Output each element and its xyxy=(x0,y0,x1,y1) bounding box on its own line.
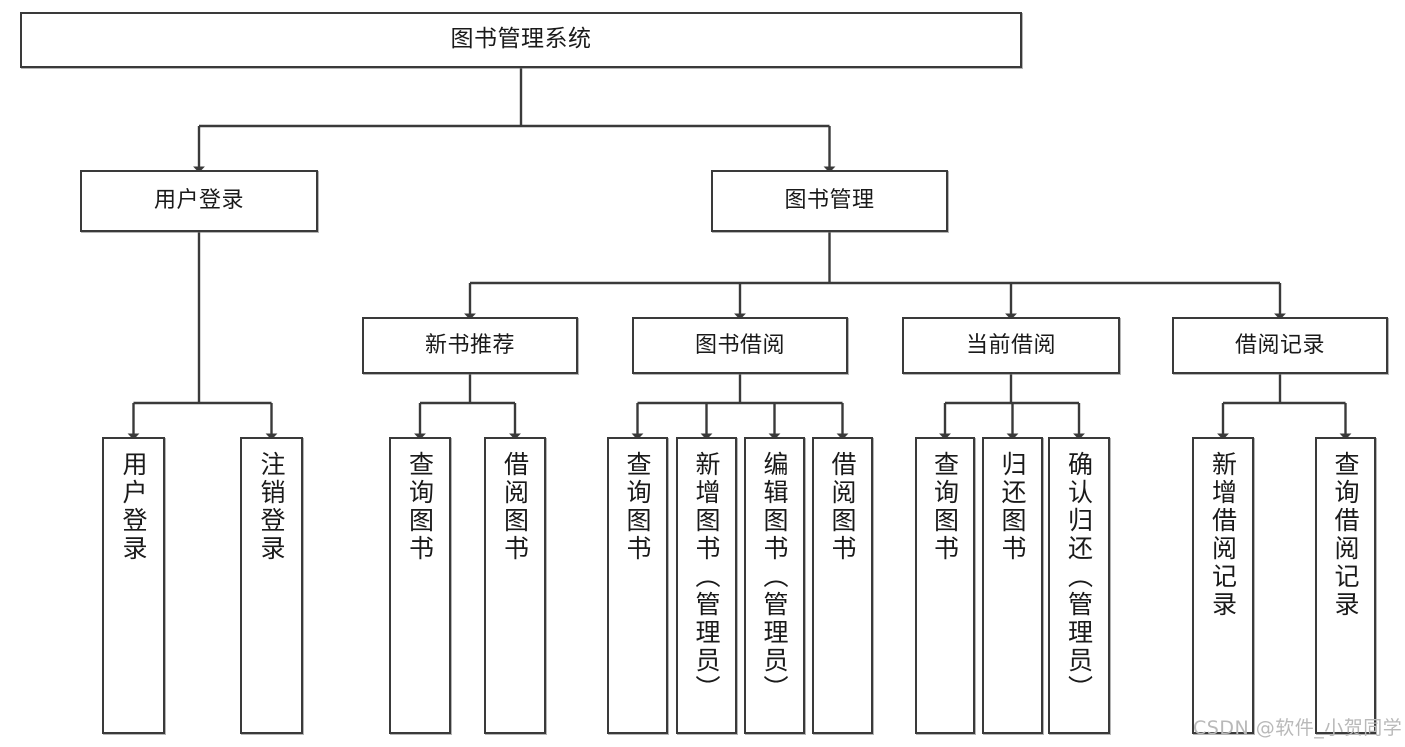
node-label: 借阅记录 xyxy=(1234,332,1325,358)
node-label: 用户登录 xyxy=(119,451,148,563)
node-label: 新增图书（管理员） xyxy=(692,451,721,703)
node-user-login[interactable]: 用户登录 xyxy=(80,170,318,232)
node-label: 归还图书 xyxy=(998,451,1027,563)
node-new-book-recommend[interactable]: 新书推荐 xyxy=(362,317,578,374)
leaf-return-book[interactable]: 归还图书 xyxy=(982,437,1043,734)
watermark: CSDN @软件_小贺同学 xyxy=(1193,717,1403,739)
leaf-add-borrow-record[interactable]: 新增借阅记录 xyxy=(1192,437,1254,734)
leaf-query-book-b[interactable]: 查询图书 xyxy=(607,437,668,734)
leaf-add-book[interactable]: 新增图书（管理员） xyxy=(676,437,737,734)
node-label: 新增借阅记录 xyxy=(1208,451,1238,619)
node-label: 用户登录 xyxy=(153,188,244,214)
node-label: 借阅图书 xyxy=(500,451,530,563)
leaf-borrow-book-b[interactable]: 借阅图书 xyxy=(812,437,873,734)
node-label: 查询借阅记录 xyxy=(1331,451,1360,619)
node-label: 借阅图书 xyxy=(828,451,857,563)
leaf-query-book-a[interactable]: 查询图书 xyxy=(389,437,451,734)
leaf-user-login[interactable]: 用户登录 xyxy=(102,437,165,734)
node-label: 图书管理系统 xyxy=(450,26,592,53)
node-borrow-record[interactable]: 借阅记录 xyxy=(1172,317,1388,374)
node-label: 确认归还（管理员） xyxy=(1064,451,1094,703)
node-current-borrow[interactable]: 当前借阅 xyxy=(902,317,1120,374)
node-label: 当前借阅 xyxy=(965,332,1056,358)
node-label: 编辑图书（管理员） xyxy=(760,451,789,703)
leaf-borrow-book-a[interactable]: 借阅图书 xyxy=(484,437,546,734)
node-root[interactable]: 图书管理系统 xyxy=(20,12,1022,68)
leaf-logout[interactable]: 注销登录 xyxy=(240,437,303,734)
leaf-edit-book[interactable]: 编辑图书（管理员） xyxy=(744,437,805,734)
node-book-manage[interactable]: 图书管理 xyxy=(711,170,948,232)
node-label: 查询图书 xyxy=(623,451,652,563)
node-label: 查询图书 xyxy=(930,451,960,563)
leaf-confirm-return[interactable]: 确认归还（管理员） xyxy=(1048,437,1110,734)
leaf-query-borrow-record[interactable]: 查询借阅记录 xyxy=(1315,437,1376,734)
node-label: 图书管理 xyxy=(784,188,875,214)
node-label: 注销登录 xyxy=(257,451,286,563)
node-label: 新书推荐 xyxy=(424,332,515,358)
node-label: 查询图书 xyxy=(405,451,435,563)
node-book-borrow[interactable]: 图书借阅 xyxy=(632,317,848,374)
node-label: 图书借阅 xyxy=(694,332,785,358)
leaf-query-book-c[interactable]: 查询图书 xyxy=(915,437,975,734)
